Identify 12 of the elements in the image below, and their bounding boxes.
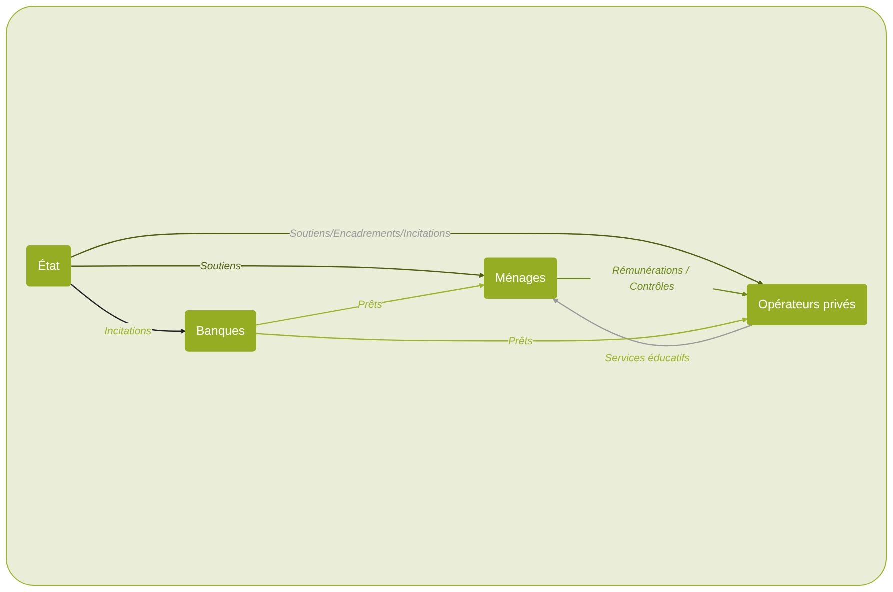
arrow	[70, 233, 764, 286]
arrow	[552, 298, 752, 347]
edge-label: Incitations	[104, 325, 152, 337]
edge-label: Soutiens	[200, 260, 241, 272]
edge-label: Rémunérations / Contrôles	[612, 264, 689, 292]
arrow	[256, 283, 484, 326]
edge-label: Services éducatifs	[604, 352, 690, 364]
edge-label: Soutiens/Encadrements/Incitations	[289, 228, 450, 240]
edge-label: Prêts	[358, 298, 382, 310]
arrow	[70, 265, 484, 278]
edge-label: Prêts	[508, 335, 532, 347]
arrow	[256, 318, 748, 342]
